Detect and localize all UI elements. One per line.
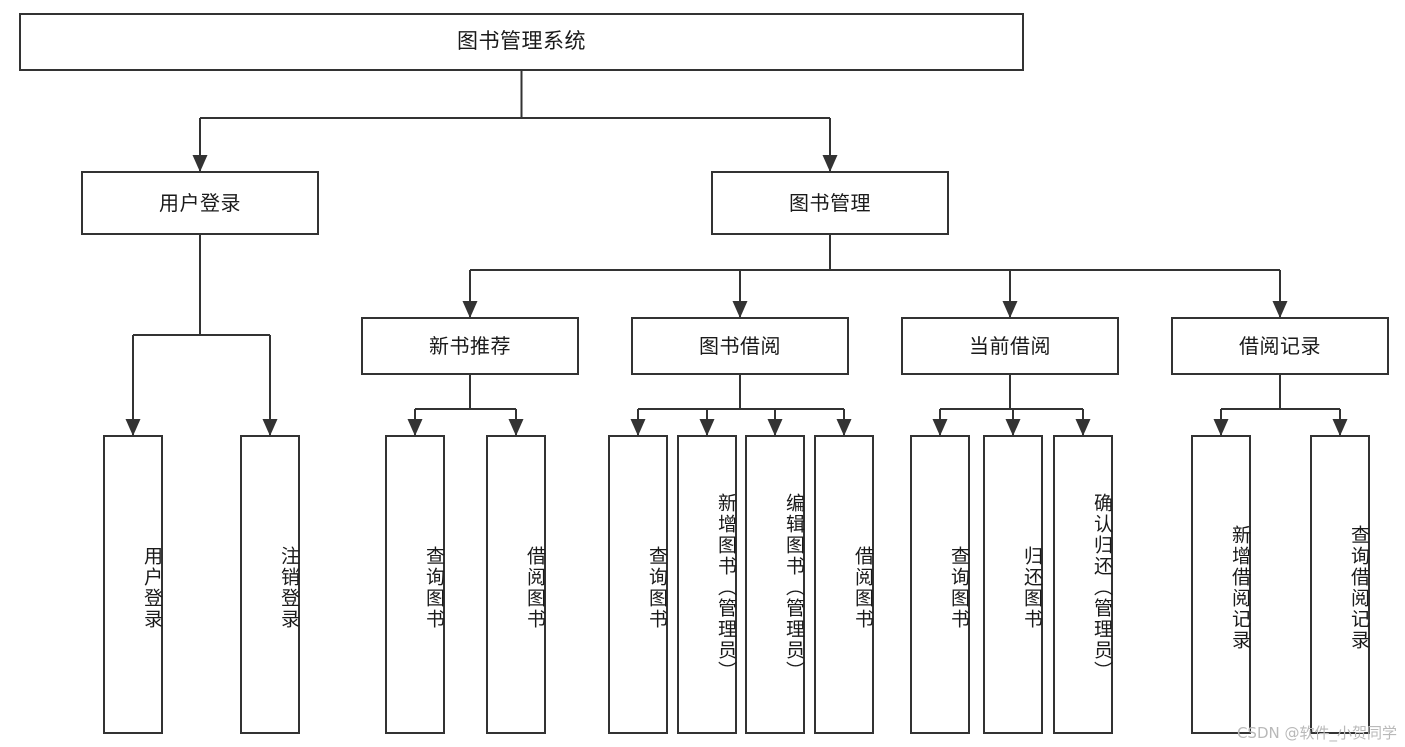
node-box-leaf_8[interactable] xyxy=(909,434,971,735)
node-box-l2_3[interactable] xyxy=(1170,316,1390,376)
node-box-l1_1[interactable] xyxy=(710,170,950,236)
arrow-head-icon xyxy=(125,419,141,436)
arrow-head-icon xyxy=(1332,419,1348,436)
arrow-head-icon xyxy=(822,155,838,172)
node-box-leaf_4[interactable] xyxy=(607,434,669,735)
arrow-head-icon xyxy=(732,301,748,318)
node-box-leaf_10[interactable] xyxy=(1052,434,1114,735)
node-box-leaf_11[interactable] xyxy=(1190,434,1252,735)
node-box-leaf_12[interactable] xyxy=(1309,434,1371,735)
node-box-leaf_1[interactable] xyxy=(239,434,301,735)
node-box-l2_2[interactable] xyxy=(900,316,1120,376)
node-box-l2_0[interactable] xyxy=(360,316,580,376)
node-box-leaf_9[interactable] xyxy=(982,434,1044,735)
box-layer xyxy=(18,12,1390,735)
node-box-leaf_3[interactable] xyxy=(485,434,547,735)
node-box-l2_1[interactable] xyxy=(630,316,850,376)
arrow-head-icon xyxy=(508,419,524,436)
arrow-head-icon xyxy=(932,419,948,436)
arrow-head-icon xyxy=(192,155,208,172)
node-box-leaf_7[interactable] xyxy=(813,434,875,735)
node-box-root[interactable] xyxy=(18,12,1025,72)
arrow-head-icon xyxy=(1272,301,1288,318)
arrow-head-icon xyxy=(699,419,715,436)
arrow-head-icon xyxy=(1213,419,1229,436)
node-box-leaf_0[interactable] xyxy=(102,434,164,735)
node-box-leaf_5[interactable] xyxy=(676,434,738,735)
arrow-head-icon xyxy=(262,419,278,436)
arrow-head-icon xyxy=(767,419,783,436)
node-box-leaf_6[interactable] xyxy=(744,434,806,735)
edge-layer xyxy=(125,70,1348,436)
arrow-head-icon xyxy=(1005,419,1021,436)
arrow-head-icon xyxy=(836,419,852,436)
arrow-head-icon xyxy=(462,301,478,318)
arrow-head-icon xyxy=(630,419,646,436)
arrow-head-icon xyxy=(1075,419,1091,436)
node-box-l1_0[interactable] xyxy=(80,170,320,236)
arrow-head-icon xyxy=(407,419,423,436)
node-box-leaf_2[interactable] xyxy=(384,434,446,735)
arrow-head-icon xyxy=(1002,301,1018,318)
